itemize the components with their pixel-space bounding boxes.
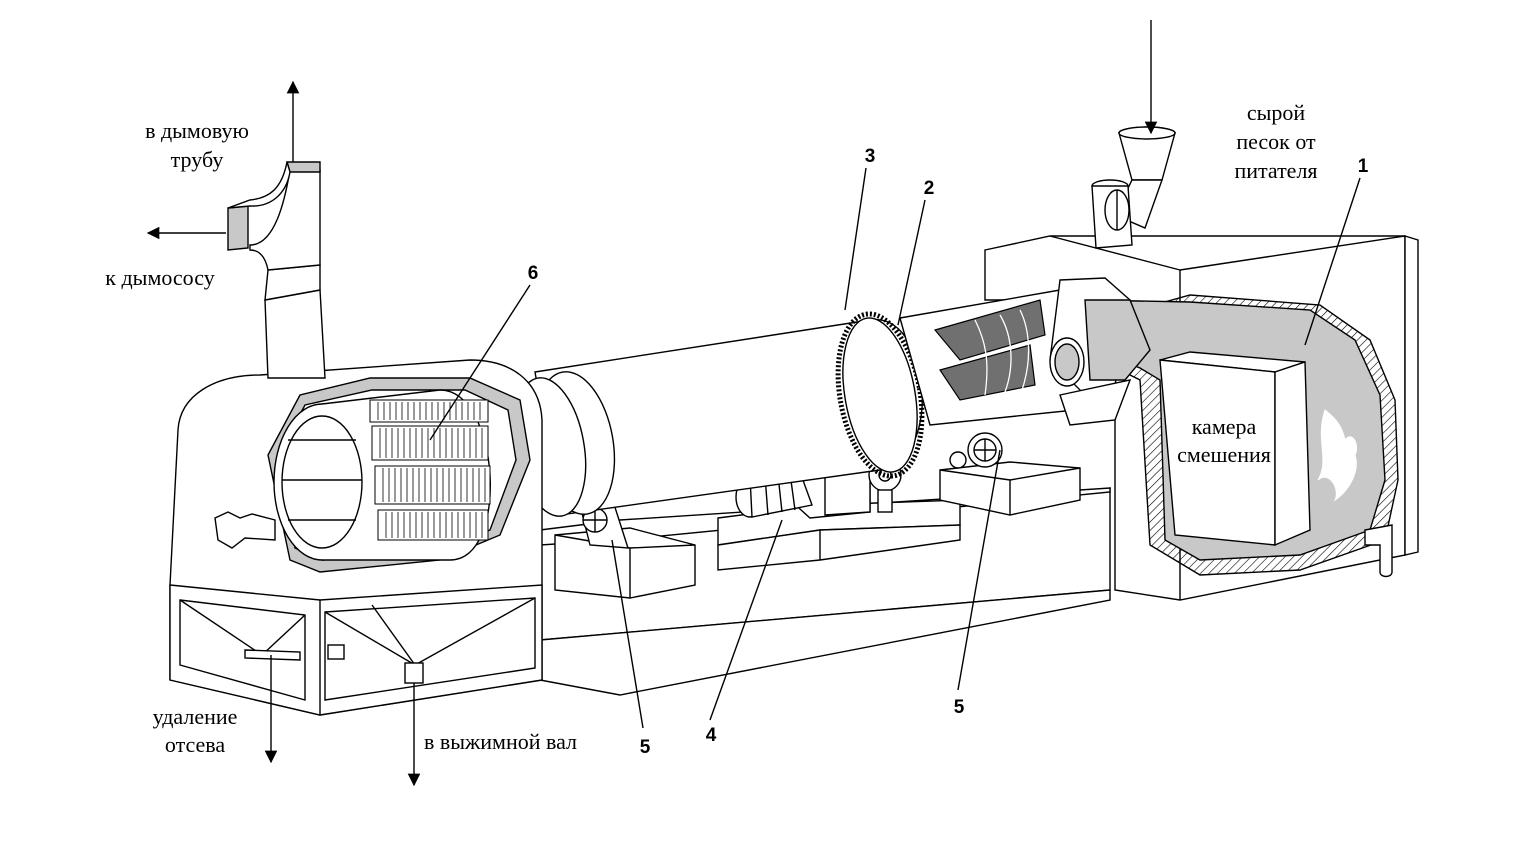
- label-to-exhauster: к дымососу: [105, 265, 214, 290]
- label-raw-sand-line2: песок от: [1236, 129, 1316, 154]
- label-to-chimney-line1: в дымовую: [145, 118, 249, 143]
- label-mixing-chamber-line2: смешения: [1177, 442, 1271, 467]
- callout-1: 1: [1358, 156, 1369, 177]
- text-labels: в дымовую трубу к дымососу сырой песок о…: [105, 100, 1368, 758]
- label-to-chimney-line2: трубу: [171, 147, 224, 172]
- furnace: [984, 235, 1419, 601]
- feed-hopper: [1091, 126, 1176, 249]
- label-screen-removal-line2: отсева: [165, 732, 225, 757]
- callout-leaders: [429, 167, 1361, 729]
- exhaust-stack: [227, 161, 326, 379]
- label-mixing-chamber-line1: камера: [1192, 414, 1257, 439]
- callout-3: 3: [865, 146, 876, 167]
- callout-2: 2: [924, 178, 935, 199]
- callout-5-left: 5: [640, 737, 651, 758]
- screen-mesh: [369, 399, 491, 541]
- callout-5-right: 5: [954, 697, 965, 718]
- label-to-squeeze-roll: в выжимной вал: [424, 729, 577, 754]
- label-raw-sand-line3: питателя: [1234, 158, 1317, 183]
- label-screen-removal-line1: удаление: [153, 704, 238, 729]
- callout-6: 6: [528, 263, 539, 284]
- roller-support-right: [939, 432, 1081, 516]
- flow-arrows: [146, 20, 1158, 787]
- discharge-housing: [169, 359, 543, 716]
- label-raw-sand-line1: сырой: [1247, 100, 1306, 125]
- callout-4: 4: [706, 725, 717, 746]
